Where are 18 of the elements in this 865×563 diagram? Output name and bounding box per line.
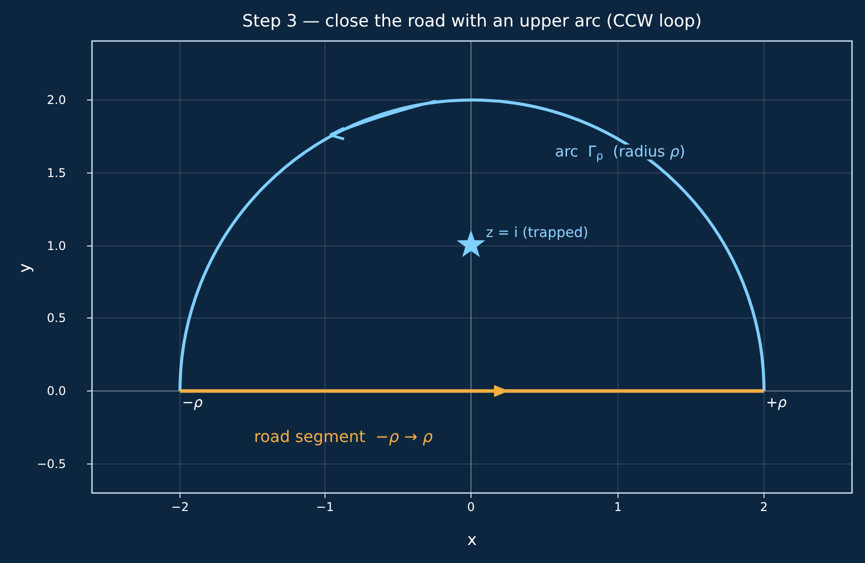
tick-label: −2 [171,501,189,513]
point-label: z = i (trapped) [486,226,588,240]
tick-label: 1.5 [46,167,66,179]
tick-label: 2 [760,501,768,513]
tick-label: 1 [614,501,622,513]
tick-label: 1.0 [46,240,66,252]
tick-label: −1 [316,501,334,513]
segment-label: road segment −ρ → ρ [254,429,433,445]
tick-label: −0.5 [36,458,66,470]
endpoint-label: −ρ [182,396,203,410]
tick-label: 2.0 [46,94,66,106]
tick-label: 0.5 [46,312,66,324]
axis-label: x [467,532,477,548]
tick-label: 0.0 [46,385,66,397]
axis-label: y [17,263,33,273]
tick-label: 0 [467,501,475,513]
endpoint-label: +ρ [766,396,787,410]
chart-title: Step 3 — close the road with an upper arc (CCW loop) [242,10,702,34]
